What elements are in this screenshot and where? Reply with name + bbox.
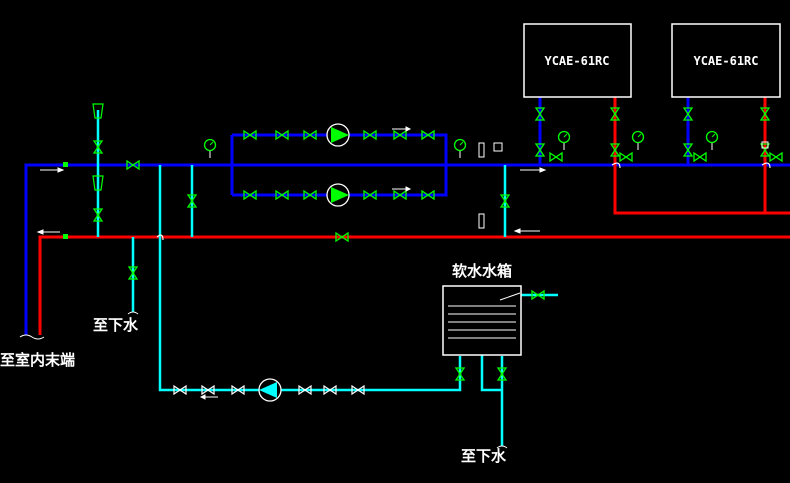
terminal-label: 至室内末端: [0, 351, 75, 369]
chiller-fittings: [535, 107, 783, 162]
chiller-unit-1: YCAE-61RC: [523, 23, 632, 98]
pump-upper: [243, 123, 435, 147]
supply-pipes: [24, 97, 790, 335]
crossover-bumps: [156, 162, 771, 241]
tank-label: 软水水箱: [452, 262, 512, 280]
chiller-unit-2-label: YCAE-61RC: [693, 54, 758, 68]
drain-label-left: 至下水: [93, 316, 139, 334]
return-pipes: [38, 97, 790, 335]
drain-label-bottom: 至下水: [461, 447, 507, 465]
soft-water-tank: 软水水箱: [442, 262, 522, 356]
thermometer-icon: [478, 142, 485, 158]
flow-arrows: [36, 126, 547, 400]
pipe-ends: [19, 311, 508, 449]
main-fittings: [63, 103, 510, 280]
pump-lower: [243, 183, 435, 207]
makeup-pump-line: [173, 290, 545, 402]
chiller-unit-2: YCAE-61RC: [671, 23, 781, 98]
air-vent-icon: [92, 175, 104, 191]
chiller-unit-1-label: YCAE-61RC: [544, 54, 609, 68]
air-vent-icon: [92, 103, 104, 119]
thermometer-icon: [478, 213, 485, 229]
